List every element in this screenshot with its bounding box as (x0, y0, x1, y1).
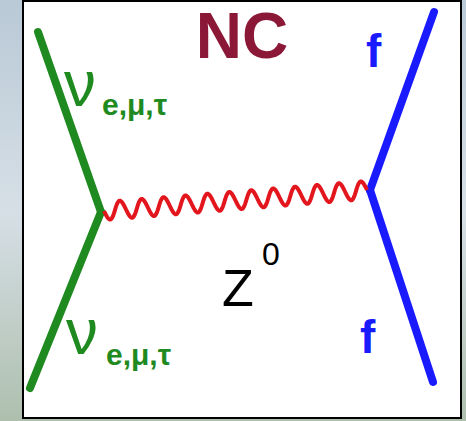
boson-symbol: Z (222, 262, 254, 314)
fermion-line (370, 190, 433, 382)
fermion-symbol: f (360, 314, 375, 360)
flavour-subscript: e,μ,τ (102, 90, 167, 120)
flavour-subscript: e,μ,τ (106, 340, 171, 370)
particle-symbol: ν (64, 52, 96, 116)
charge-superscript: 0 (262, 238, 280, 270)
fermion-symbol: f (366, 28, 381, 74)
z-boson-propagator (104, 181, 367, 219)
title: NC (196, 4, 288, 68)
frame (23, 1, 461, 418)
neutrino-line (30, 212, 101, 388)
neutrino-line (38, 32, 101, 212)
particle-symbol: ν (66, 300, 98, 364)
